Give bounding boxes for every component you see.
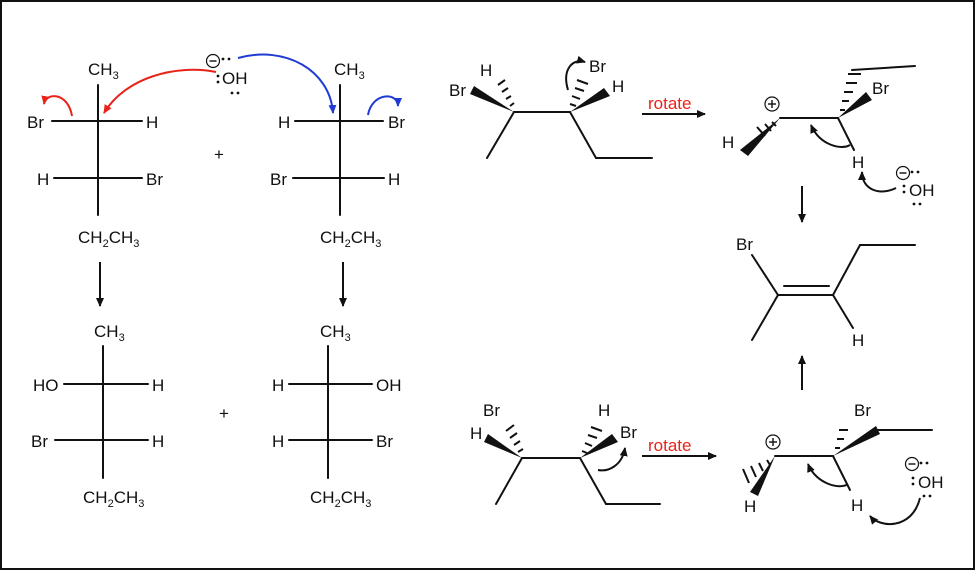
wedge-bond bbox=[470, 86, 514, 112]
positive-charge bbox=[764, 96, 780, 112]
red-curved-arrow-oh bbox=[103, 68, 217, 114]
atom-h: H bbox=[722, 133, 734, 152]
row1-left: Br bbox=[27, 113, 44, 132]
row1-left: HO bbox=[33, 376, 59, 395]
atom-h: H bbox=[480, 61, 492, 80]
atom-br: Br bbox=[449, 81, 466, 100]
hash-bond bbox=[581, 426, 603, 454]
atom-oh: OH bbox=[909, 181, 935, 200]
wedge-bond bbox=[838, 92, 872, 118]
top-substrate: H Br Br H bbox=[449, 55, 653, 159]
bottom-cation: Br H H OH bbox=[742, 401, 944, 525]
hash-bond bbox=[835, 429, 848, 449]
methyl-top: CH3 bbox=[320, 322, 351, 344]
blue-curved-arrow-oh bbox=[237, 53, 337, 114]
top-cation: H Br H OH bbox=[722, 65, 935, 206]
curved-arrow-br-leave bbox=[565, 55, 586, 91]
atom-h: H bbox=[612, 77, 624, 96]
row2-left: Br bbox=[270, 170, 287, 189]
curved-arrow-br-leave bbox=[597, 447, 628, 472]
curved-arrow-hydroxide bbox=[869, 497, 921, 525]
plus-sign-top: + bbox=[214, 145, 224, 164]
atom-br: Br bbox=[736, 235, 753, 254]
curved-arrow-elimination bbox=[807, 463, 849, 488]
row1-right: H bbox=[146, 113, 158, 132]
hash-bond bbox=[497, 79, 515, 107]
atom-h: H bbox=[598, 401, 610, 420]
fischer-product-1: CH3 HO H Br H CH2CH3 bbox=[31, 322, 164, 510]
row1-right: H bbox=[152, 376, 164, 395]
row1-right: OH bbox=[376, 376, 402, 395]
methyl-top: CH3 bbox=[334, 60, 365, 82]
atom-br: Br bbox=[620, 423, 637, 442]
row1-right: Br bbox=[388, 113, 405, 132]
row2-left: H bbox=[37, 170, 49, 189]
row2-left: H bbox=[272, 432, 284, 451]
wedge-bond bbox=[484, 434, 522, 458]
hydroxide-label: OH bbox=[222, 69, 248, 88]
fischer-product-2: CH3 H OH H Br CH2CH3 bbox=[272, 322, 402, 510]
ethyl-bottom: CH2CH3 bbox=[320, 228, 381, 250]
row2-right: H bbox=[388, 170, 400, 189]
ethyl-bottom: CH2CH3 bbox=[83, 488, 144, 510]
wedge-bond bbox=[833, 426, 880, 456]
bottom-substrate: Br H H Br bbox=[470, 401, 661, 505]
hash-bond bbox=[569, 79, 589, 107]
atom-h: H bbox=[744, 497, 756, 516]
row2-right: H bbox=[152, 432, 164, 451]
wedge-bond bbox=[750, 456, 775, 496]
atom-oh: OH bbox=[918, 473, 944, 492]
hydroxide-ion: OH bbox=[205, 53, 248, 95]
hash-bond bbox=[756, 121, 777, 137]
fischer-reactant-2: CH3 H Br Br H CH2CH3 bbox=[270, 60, 405, 250]
wedge-bond bbox=[580, 434, 618, 458]
row1-left: H bbox=[272, 376, 284, 395]
atom-br: Br bbox=[872, 79, 889, 98]
methyl-top: CH3 bbox=[88, 60, 119, 82]
methyl-top: CH3 bbox=[94, 322, 125, 344]
ethyl-bottom: CH2CH3 bbox=[310, 488, 371, 510]
hash-bond bbox=[840, 73, 861, 111]
wedge-bond bbox=[570, 88, 610, 112]
row2-right: Br bbox=[376, 432, 393, 451]
fischer-reactant-1: CH3 Br H H Br CH2CH3 bbox=[27, 60, 163, 250]
blue-curved-arrow-br bbox=[367, 95, 402, 116]
positive-charge bbox=[765, 434, 781, 450]
row2-right: Br bbox=[146, 170, 163, 189]
row1-left: H bbox=[278, 113, 290, 132]
alkene-product: Br H bbox=[736, 235, 916, 350]
hash-bond bbox=[505, 424, 524, 453]
red-curved-arrow-br bbox=[41, 95, 73, 117]
atom-br: Br bbox=[854, 401, 871, 420]
atom-br: Br bbox=[483, 401, 500, 420]
row2-left: Br bbox=[31, 432, 48, 451]
plus-sign-bottom: + bbox=[219, 404, 229, 423]
curved-arrow-hydroxide bbox=[858, 171, 897, 193]
atom-h: H bbox=[852, 153, 864, 172]
curved-arrow-elimination bbox=[810, 124, 851, 148]
rotate-label: rotate bbox=[648, 94, 691, 113]
wedge-bond bbox=[740, 118, 780, 156]
rotate-label: rotate bbox=[648, 436, 691, 455]
atom-br: Br bbox=[589, 57, 606, 76]
ethyl-bottom: CH2CH3 bbox=[78, 228, 139, 250]
hash-bond bbox=[742, 459, 771, 484]
atom-h: H bbox=[851, 496, 863, 515]
atom-h: H bbox=[470, 424, 482, 443]
atom-h: H bbox=[852, 331, 864, 350]
